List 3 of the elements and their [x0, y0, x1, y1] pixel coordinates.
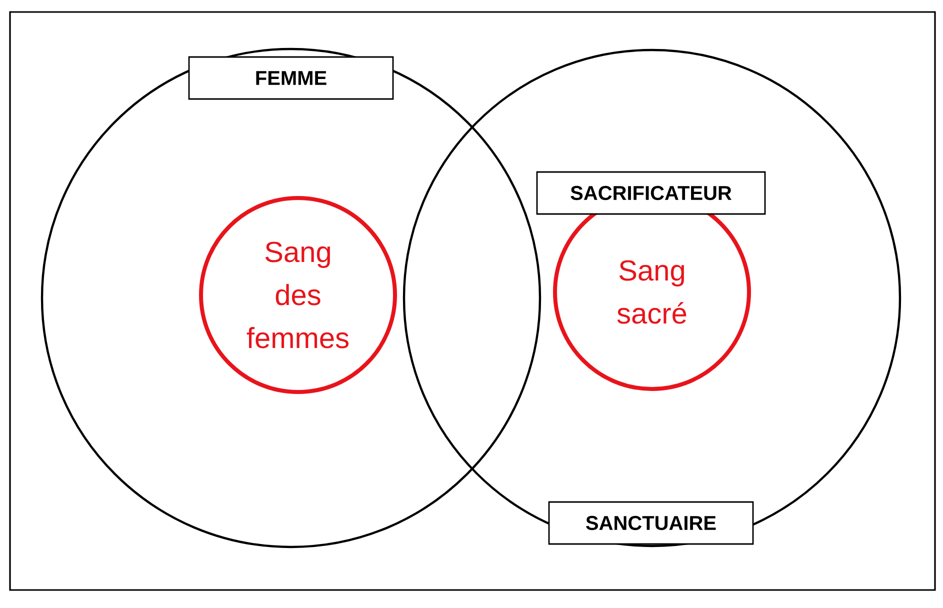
venn-circle [402, 48, 902, 548]
label-box: SACRIFICATEUR [536, 171, 766, 215]
venn-circle [40, 48, 542, 548]
